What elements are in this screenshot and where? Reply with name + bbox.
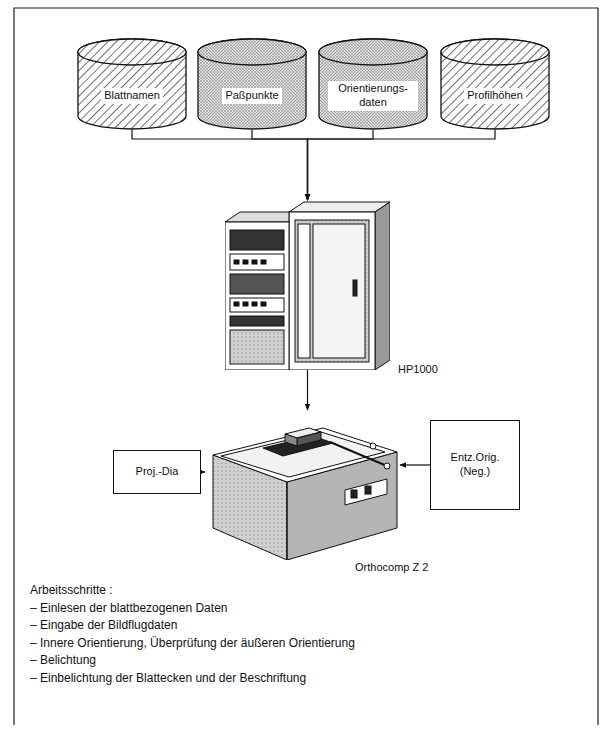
list-item: – Eingabe der Bildflugdaten [30, 617, 355, 635]
node-label: Orientierungs- daten [328, 81, 418, 111]
input-box: Entz.Orig. (Neg.) [430, 420, 520, 510]
list-item: – Einbelichtung der Blattecken und der B… [30, 670, 355, 688]
cylinder-shape [77, 38, 187, 130]
orthoprojector-node: Orthocomp Z 2 [205, 410, 400, 560]
input-box: Proj.-Dia [113, 450, 201, 494]
database-cylinder: Orientierungs- daten [318, 38, 428, 130]
database-cylinder: Blattnamen [77, 38, 187, 130]
node-label: Proj.-Dia [136, 465, 179, 479]
arrow-connector [252, 130, 308, 200]
arrow-connector [400, 464, 430, 465]
list-item: – Innere Orientierung, Überprüfung der ä… [30, 635, 355, 653]
arrow-connector [307, 370, 308, 410]
list-item: – Belichtung [30, 652, 355, 670]
machine-illustration [205, 410, 400, 560]
arrow-connector [132, 130, 308, 200]
node-label: Profilhöhen [464, 88, 526, 104]
list-item: – Einlesen der blattbezogenen Daten [30, 600, 355, 618]
computer-illustration [225, 200, 390, 370]
step-list: Arbeitsschritte :– Einlesen der blattbez… [30, 582, 355, 687]
computer-node: HP1000 [225, 200, 390, 370]
node-label: Paßpunkte [222, 88, 281, 104]
database-cylinder: Profilhöhen [440, 38, 550, 130]
node-label: Blattnamen [101, 88, 163, 104]
arrow-connector [201, 471, 205, 472]
node-label: Entz.Orig. (Neg.) [442, 451, 508, 479]
cylinder-shape [440, 38, 550, 130]
list-heading: Arbeitsschritte : [30, 582, 355, 600]
database-cylinder: Paßpunkte [197, 38, 307, 130]
arrow-connector [308, 130, 496, 200]
cylinder-shape [197, 38, 307, 130]
node-label: Orthocomp Z 2 [355, 561, 428, 573]
node-label: HP1000 [398, 363, 438, 375]
frame-line [14, 8, 598, 725]
arrow-connector [308, 130, 374, 200]
